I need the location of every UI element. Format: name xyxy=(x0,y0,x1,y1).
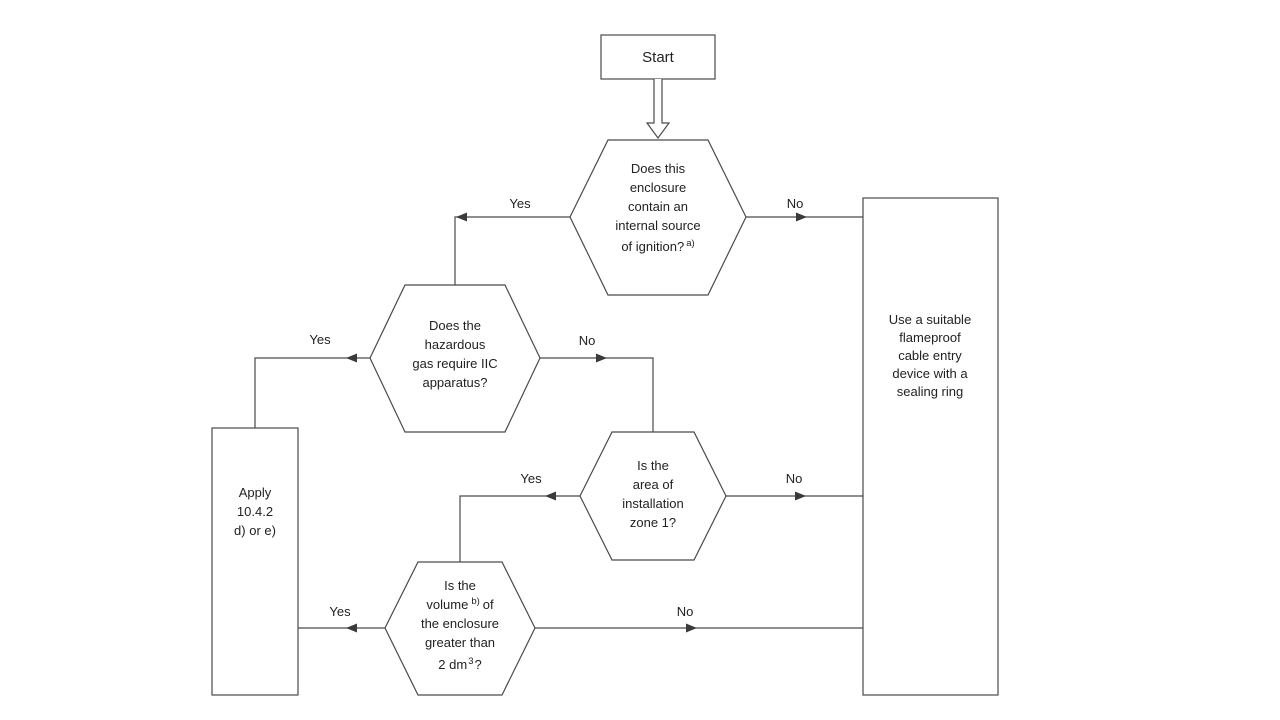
q3-line: installation xyxy=(622,496,683,511)
arrowhead-q4-no xyxy=(686,623,697,633)
q1-line: enclosure xyxy=(630,180,686,195)
apply-line: Apply xyxy=(239,485,272,500)
flameproof-device-node xyxy=(862,197,999,696)
arrowhead-q2-no xyxy=(596,353,607,363)
apply-line: d) or e) xyxy=(234,523,276,538)
q4-line: Is the xyxy=(444,578,476,593)
edge-label-q3-no: No xyxy=(786,471,803,486)
edge-label-q3-yes: Yes xyxy=(520,471,542,486)
q2-line: Does the xyxy=(429,318,481,333)
footnote-b-marker: b) xyxy=(471,596,479,607)
arrowhead-q1-yes xyxy=(456,212,467,222)
arrowheads xyxy=(346,212,807,633)
edge-labels: Yes No Yes No Yes No Yes No xyxy=(309,196,803,619)
q4-of-text: of xyxy=(483,597,494,612)
start-node xyxy=(600,34,716,80)
edge-label-q1-no: No xyxy=(787,196,804,211)
arrowhead-q3-no xyxy=(795,491,806,501)
apply-clause-node xyxy=(211,427,299,696)
arrowhead-q1-no xyxy=(796,212,807,222)
edge-q2-no xyxy=(540,357,654,432)
use-line: sealing ring xyxy=(897,384,964,399)
edge-label-q2-yes: Yes xyxy=(309,332,331,347)
edge-label-q4-no: No xyxy=(677,604,694,619)
q4-question-mark: ? xyxy=(474,657,481,672)
q1-line: internal source xyxy=(615,218,700,233)
use-line: device with a xyxy=(892,366,968,381)
edge-q2-yes xyxy=(254,357,370,428)
q1-line: contain an xyxy=(628,199,688,214)
arrowhead-q2-yes xyxy=(346,353,357,363)
start-label: Start xyxy=(642,49,675,66)
q2-line: apparatus? xyxy=(422,375,487,390)
use-line: cable entry xyxy=(898,348,962,363)
arrowhead-q4-yes xyxy=(346,623,357,633)
use-line: Use a suitable xyxy=(889,312,971,327)
decision-iic-apparatus xyxy=(369,284,541,433)
apply-line: 10.4.2 xyxy=(237,504,273,519)
start-arrow-icon xyxy=(645,79,671,140)
q4-line-volume-value: 2 dm3? xyxy=(438,656,481,672)
edge-label-q2-no: No xyxy=(579,333,596,348)
arrowhead-q3-yes xyxy=(545,491,556,501)
edges xyxy=(254,216,863,629)
q2-line: gas require IIC xyxy=(412,356,497,371)
q4-volume-text: volume xyxy=(426,597,468,612)
edge-label-q4-yes: Yes xyxy=(329,604,351,619)
footnote-a-marker: a) xyxy=(686,238,694,249)
decision-volume xyxy=(384,561,536,696)
q2-line: hazardous xyxy=(425,337,486,352)
q3-line: area of xyxy=(633,477,674,492)
decision-ignition-source xyxy=(569,139,747,296)
q4-dm-text: 2 dm xyxy=(438,657,467,672)
edge-label-q1-yes: Yes xyxy=(509,196,531,211)
q1-last-text: of ignition? xyxy=(621,239,684,254)
nodes xyxy=(211,34,999,696)
q1-line: Does this xyxy=(631,161,686,176)
cubed-exponent: 3 xyxy=(468,656,473,667)
q1-line-footnote: of ignition?a) xyxy=(621,238,694,254)
q3-line: Is the xyxy=(637,458,669,473)
edge-q3-yes xyxy=(459,495,580,562)
q4-line: greater than xyxy=(425,635,495,650)
use-line: flameproof xyxy=(899,330,961,345)
q4-line: the enclosure xyxy=(421,616,499,631)
decision-zone-1 xyxy=(579,431,727,561)
q3-line: zone 1? xyxy=(630,515,676,530)
edge-q1-yes xyxy=(454,216,570,285)
node-labels: Start Does this enclosure contain an int… xyxy=(234,49,971,672)
